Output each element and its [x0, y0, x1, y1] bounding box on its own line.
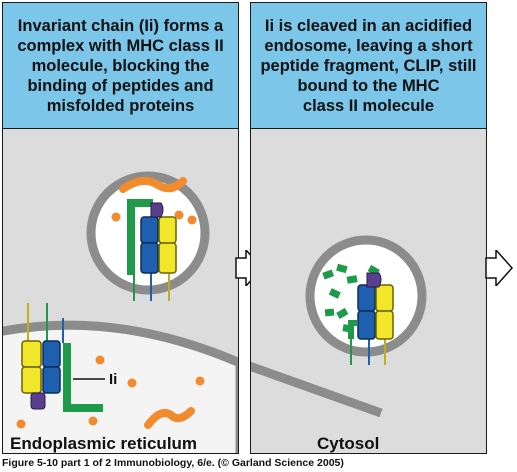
peptide-in-er	[144, 407, 195, 429]
invariant-chain-label: Ii	[109, 371, 118, 388]
panel-header-text: Invariant chain (Ii) forms a complex wit…	[17, 16, 224, 115]
peptide-in-vesicle	[119, 176, 187, 193]
mhc-complex-vesicle	[127, 199, 177, 301]
panel-header: Invariant chain (Ii) forms a complex wit…	[3, 3, 238, 129]
cytosol-label: Cytosol	[317, 434, 380, 453]
panel-endosome: Ii is cleaved in an acidified endosome, …	[250, 2, 487, 454]
endosome-illustration	[251, 235, 427, 418]
cell-membrane	[251, 361, 383, 418]
mhc-clip-complex	[348, 272, 394, 365]
panel-er-complex: Invariant chain (Ii) forms a complex wit…	[2, 2, 239, 454]
panel-header-text: Ii is cleaved in an acidified endosome, …	[260, 16, 477, 115]
figure-caption: Figure 5-10 part 1 of 2 Immunobiology, 6…	[2, 457, 344, 469]
arrow-next-icon	[485, 250, 514, 286]
er-label: Endoplasmic reticulum	[10, 434, 198, 453]
ii-fragments	[322, 263, 380, 333]
mhc-complex-er	[21, 303, 105, 412]
panel-header: Ii is cleaved in an acidified endosome, …	[251, 3, 486, 129]
er-illustration	[3, 171, 238, 453]
